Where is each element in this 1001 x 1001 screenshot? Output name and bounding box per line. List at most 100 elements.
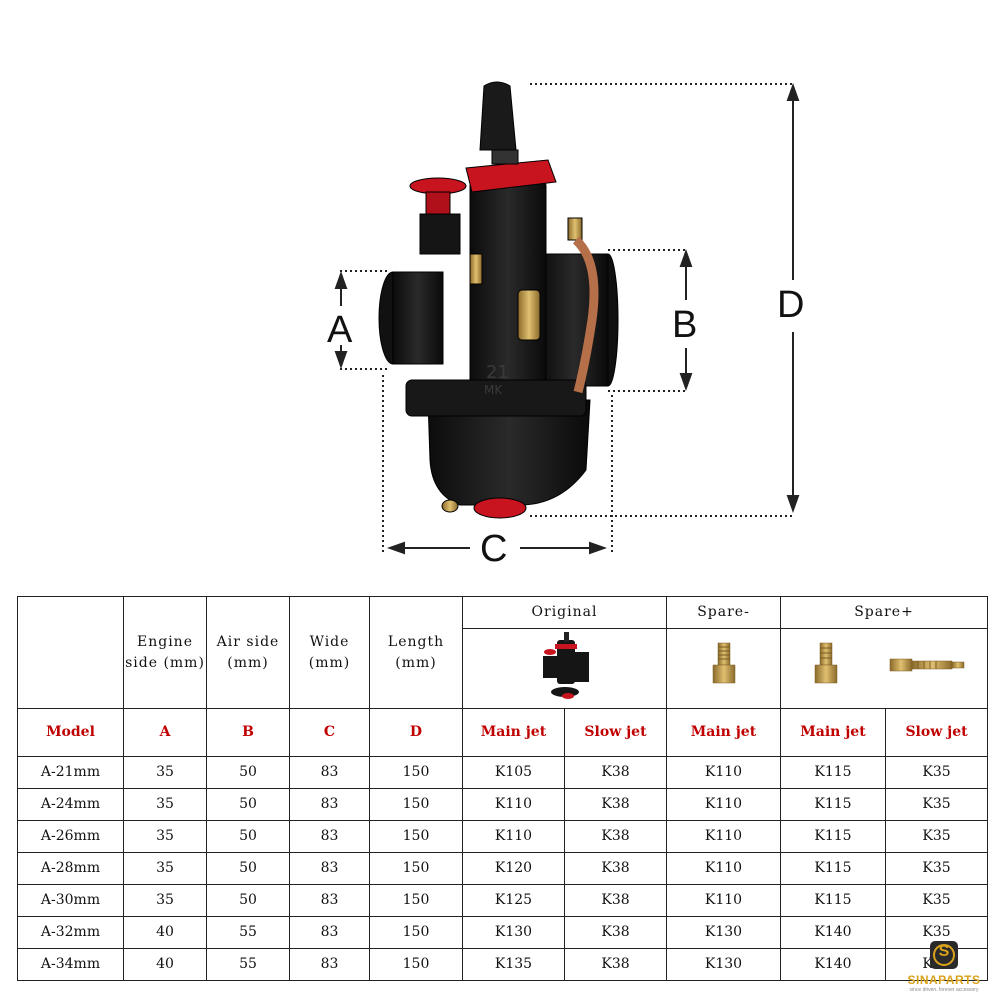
cell-a: 35 bbox=[123, 884, 207, 917]
cell-orig-slow: K38 bbox=[564, 916, 667, 949]
table-row: A-34mm405583150K135K38K130K140K35 bbox=[17, 948, 989, 981]
subheader-c: C bbox=[289, 708, 370, 757]
carburetor-thumbnail-image bbox=[542, 632, 589, 699]
cell-b: 55 bbox=[206, 916, 290, 949]
cell-spare-plus-main: K140 bbox=[780, 948, 886, 981]
cell-orig-slow: K38 bbox=[564, 852, 667, 885]
cell-spare-plus-slow: K35 bbox=[884, 788, 989, 821]
cell-orig-main: K110 bbox=[462, 788, 565, 821]
cell-orig-main: K135 bbox=[462, 948, 565, 981]
cell-model: A-34mm bbox=[17, 948, 124, 981]
header-empty-cell bbox=[17, 596, 124, 709]
cell-orig-slow: K38 bbox=[564, 756, 667, 789]
cell-spare-plus-main: K140 bbox=[780, 916, 886, 949]
spare-jets-image bbox=[814, 642, 965, 684]
cell-a: 35 bbox=[123, 756, 207, 789]
cell-spare-plus-main: K115 bbox=[780, 788, 886, 821]
cell-model: A-32mm bbox=[17, 916, 124, 949]
cell-spare-minus-main: K110 bbox=[666, 884, 781, 917]
cell-spare-plus-main: K115 bbox=[780, 756, 886, 789]
cell-model: A-24mm bbox=[17, 788, 124, 821]
subheader-spare-minus-main-jet: Main jet bbox=[666, 708, 781, 757]
cell-spare-plus-slow: K35 bbox=[884, 756, 989, 789]
header-engine-side: Engine side (mm) bbox=[123, 596, 207, 709]
carburetor-body: 21 MK bbox=[378, 81, 619, 519]
header-wide: Wide (mm) bbox=[289, 596, 370, 709]
cell-a: 35 bbox=[123, 820, 207, 853]
cell-b: 50 bbox=[206, 884, 290, 917]
cell-orig-main: K110 bbox=[462, 820, 565, 853]
cell-spare-plus-slow: K35 bbox=[884, 884, 989, 917]
cell-spare-plus-slow: K35 bbox=[884, 916, 989, 949]
svg-text:21: 21 bbox=[486, 362, 509, 383]
cell-c: 83 bbox=[289, 788, 370, 821]
spare-minus-main-jet-thumbnail bbox=[666, 628, 781, 709]
subheader-spare-plus-slow-jet: Slow jet bbox=[884, 708, 989, 757]
subheader-a: A bbox=[123, 708, 207, 757]
cell-d: 150 bbox=[369, 916, 463, 949]
cell-orig-main: K125 bbox=[462, 884, 565, 917]
cell-a: 40 bbox=[123, 916, 207, 949]
main-jet-image bbox=[712, 642, 735, 684]
specification-table: Engine side (mm) Air side (mm) Wide (mm)… bbox=[17, 596, 989, 981]
spare-plus-jets-thumbnail bbox=[779, 628, 989, 709]
cell-spare-minus-main: K110 bbox=[666, 852, 781, 885]
extension-lines bbox=[340, 83, 795, 552]
cell-model: A-30mm bbox=[17, 884, 124, 917]
cell-spare-plus-slow: K35 bbox=[884, 852, 989, 885]
cell-b: 55 bbox=[206, 948, 290, 981]
cell-spare-minus-main: K110 bbox=[666, 756, 781, 789]
cell-model: A-28mm bbox=[17, 852, 124, 885]
cell-spare-minus-main: K130 bbox=[666, 916, 781, 949]
original-carburetor-thumbnail bbox=[462, 628, 667, 709]
svg-text:MK: MK bbox=[484, 383, 503, 397]
cell-d: 150 bbox=[369, 756, 463, 789]
cell-orig-slow: K38 bbox=[564, 884, 667, 917]
dimension-arrows bbox=[334, 83, 800, 555]
cell-spare-plus-main: K115 bbox=[780, 884, 886, 917]
cell-a: 40 bbox=[123, 948, 207, 981]
carburetor-dimension-figure: 21 MK A B C D bbox=[327, 81, 804, 570]
cell-c: 83 bbox=[289, 820, 370, 853]
header-original: Original bbox=[462, 596, 667, 629]
cell-orig-slow: K38 bbox=[564, 788, 667, 821]
cell-c: 83 bbox=[289, 756, 370, 789]
subheader-d: D bbox=[369, 708, 463, 757]
dimension-label-b: B bbox=[672, 304, 698, 346]
cell-orig-slow: K38 bbox=[564, 820, 667, 853]
cell-d: 150 bbox=[369, 820, 463, 853]
cell-spare-plus-main: K115 bbox=[780, 820, 886, 853]
subheader-original-main-jet: Main jet bbox=[462, 708, 565, 757]
cell-d: 150 bbox=[369, 884, 463, 917]
cell-b: 50 bbox=[206, 756, 290, 789]
dimension-label-a: A bbox=[327, 309, 353, 351]
cell-a: 35 bbox=[123, 788, 207, 821]
cell-spare-minus-main: K110 bbox=[666, 788, 781, 821]
cell-c: 83 bbox=[289, 852, 370, 885]
cell-spare-minus-main: K130 bbox=[666, 948, 781, 981]
header-length: Length (mm) bbox=[369, 596, 463, 709]
subheader-spare-plus-main-jet: Main jet bbox=[780, 708, 886, 757]
cell-b: 50 bbox=[206, 788, 290, 821]
sinaparts-watermark: S SINAPARTS since driven. forever access… bbox=[899, 939, 989, 997]
cell-c: 83 bbox=[289, 948, 370, 981]
subheader-original-slow-jet: Slow jet bbox=[564, 708, 667, 757]
cell-d: 150 bbox=[369, 948, 463, 981]
cell-model: A-21mm bbox=[17, 756, 124, 789]
header-spare-plus: Spare+ bbox=[779, 596, 989, 629]
cell-d: 150 bbox=[369, 788, 463, 821]
cell-spare-minus-main: K110 bbox=[666, 820, 781, 853]
subheader-model: Model bbox=[17, 708, 124, 757]
watermark-tagline: since driven. forever accessory bbox=[909, 987, 979, 993]
dimension-label-c: C bbox=[480, 528, 508, 570]
cell-orig-slow: K38 bbox=[564, 948, 667, 981]
sinaparts-logo-icon bbox=[930, 941, 958, 969]
cell-c: 83 bbox=[289, 916, 370, 949]
cell-spare-plus-slow: K35 bbox=[884, 820, 989, 853]
